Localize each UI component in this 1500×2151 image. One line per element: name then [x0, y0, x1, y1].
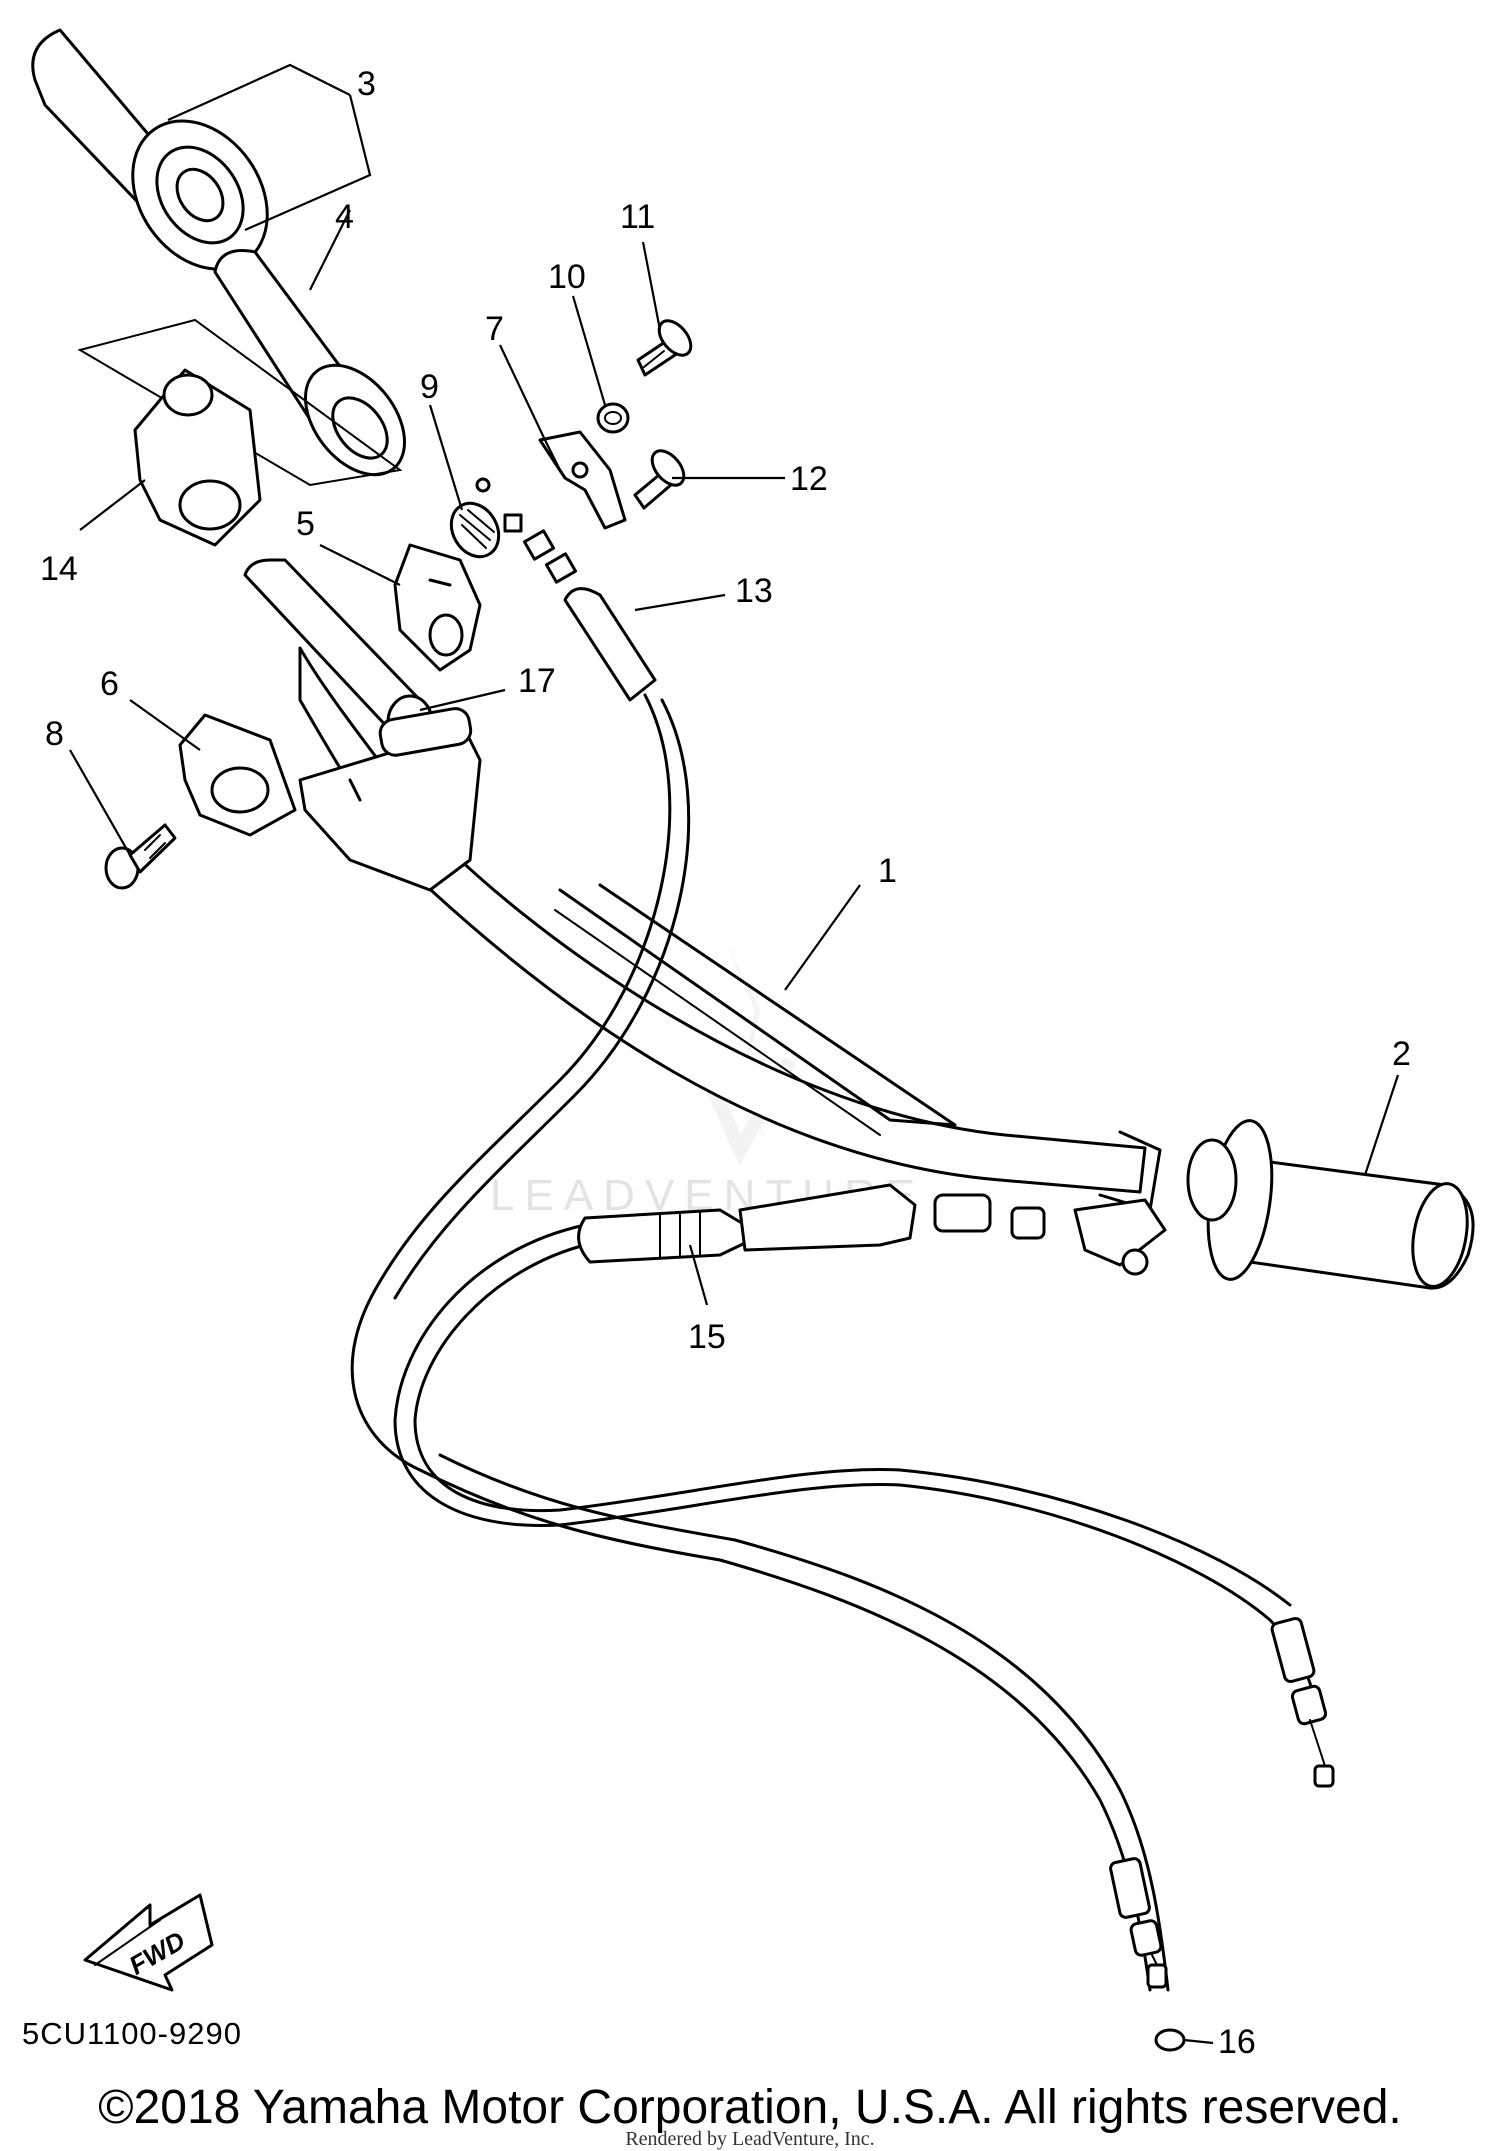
callout-12: 12: [790, 460, 828, 498]
callout-14: 14: [40, 550, 78, 588]
callout-6: 6: [100, 665, 119, 703]
housing-6: [178, 713, 297, 837]
grip-3: [31, 28, 269, 271]
cable-end-13: [475, 477, 657, 702]
rendered-by-note: Rendered by LeadVenture, Inc.: [625, 2128, 875, 2150]
callout-5: 5: [296, 505, 315, 543]
throttle-cable-b: [393, 1223, 1317, 1702]
callout-9: 9: [420, 368, 439, 406]
callout-1: 1: [878, 852, 897, 890]
callout-13: 13: [735, 572, 773, 610]
screw-11: [636, 319, 693, 377]
washer-16: [1154, 2028, 1186, 2052]
callout-2: 2: [1392, 1035, 1411, 1073]
callout-4: 4: [335, 198, 354, 236]
screw-8: [104, 823, 177, 890]
cable-guide-7: [538, 430, 627, 530]
right-grip: [1186, 1119, 1475, 1290]
callout-3: 3: [357, 65, 376, 103]
cable-adjuster-15: [577, 1183, 917, 1264]
callout-11: 11: [620, 198, 655, 236]
callout-8: 8: [45, 715, 64, 753]
collar-10: [596, 402, 630, 434]
callout-7: 7: [485, 310, 504, 348]
throttle-housing-14: [133, 368, 262, 547]
copyright-notice: ©2018 Yamaha Motor Corporation, U.S.A. A…: [98, 2081, 1402, 2134]
part-code: 5CU1100-9290: [22, 2016, 242, 2051]
leader-lines: [69, 63, 1400, 2045]
fwd-arrow-icon: FWD: [83, 1893, 214, 1992]
throttle-tube-4: [213, 249, 407, 477]
screw-12: [633, 449, 686, 510]
lever-bracket: [933, 1193, 1167, 1276]
callout-17: 17: [518, 662, 556, 700]
callout-10: 10: [548, 258, 586, 296]
housing-5: [393, 543, 482, 672]
pulley-9: [449, 501, 501, 559]
cable-fittings: [1109, 1616, 1335, 1989]
callout-16: 16: [1218, 2023, 1256, 2061]
lever-housing-17: [298, 707, 482, 892]
callout-15: 15: [688, 1318, 726, 1356]
